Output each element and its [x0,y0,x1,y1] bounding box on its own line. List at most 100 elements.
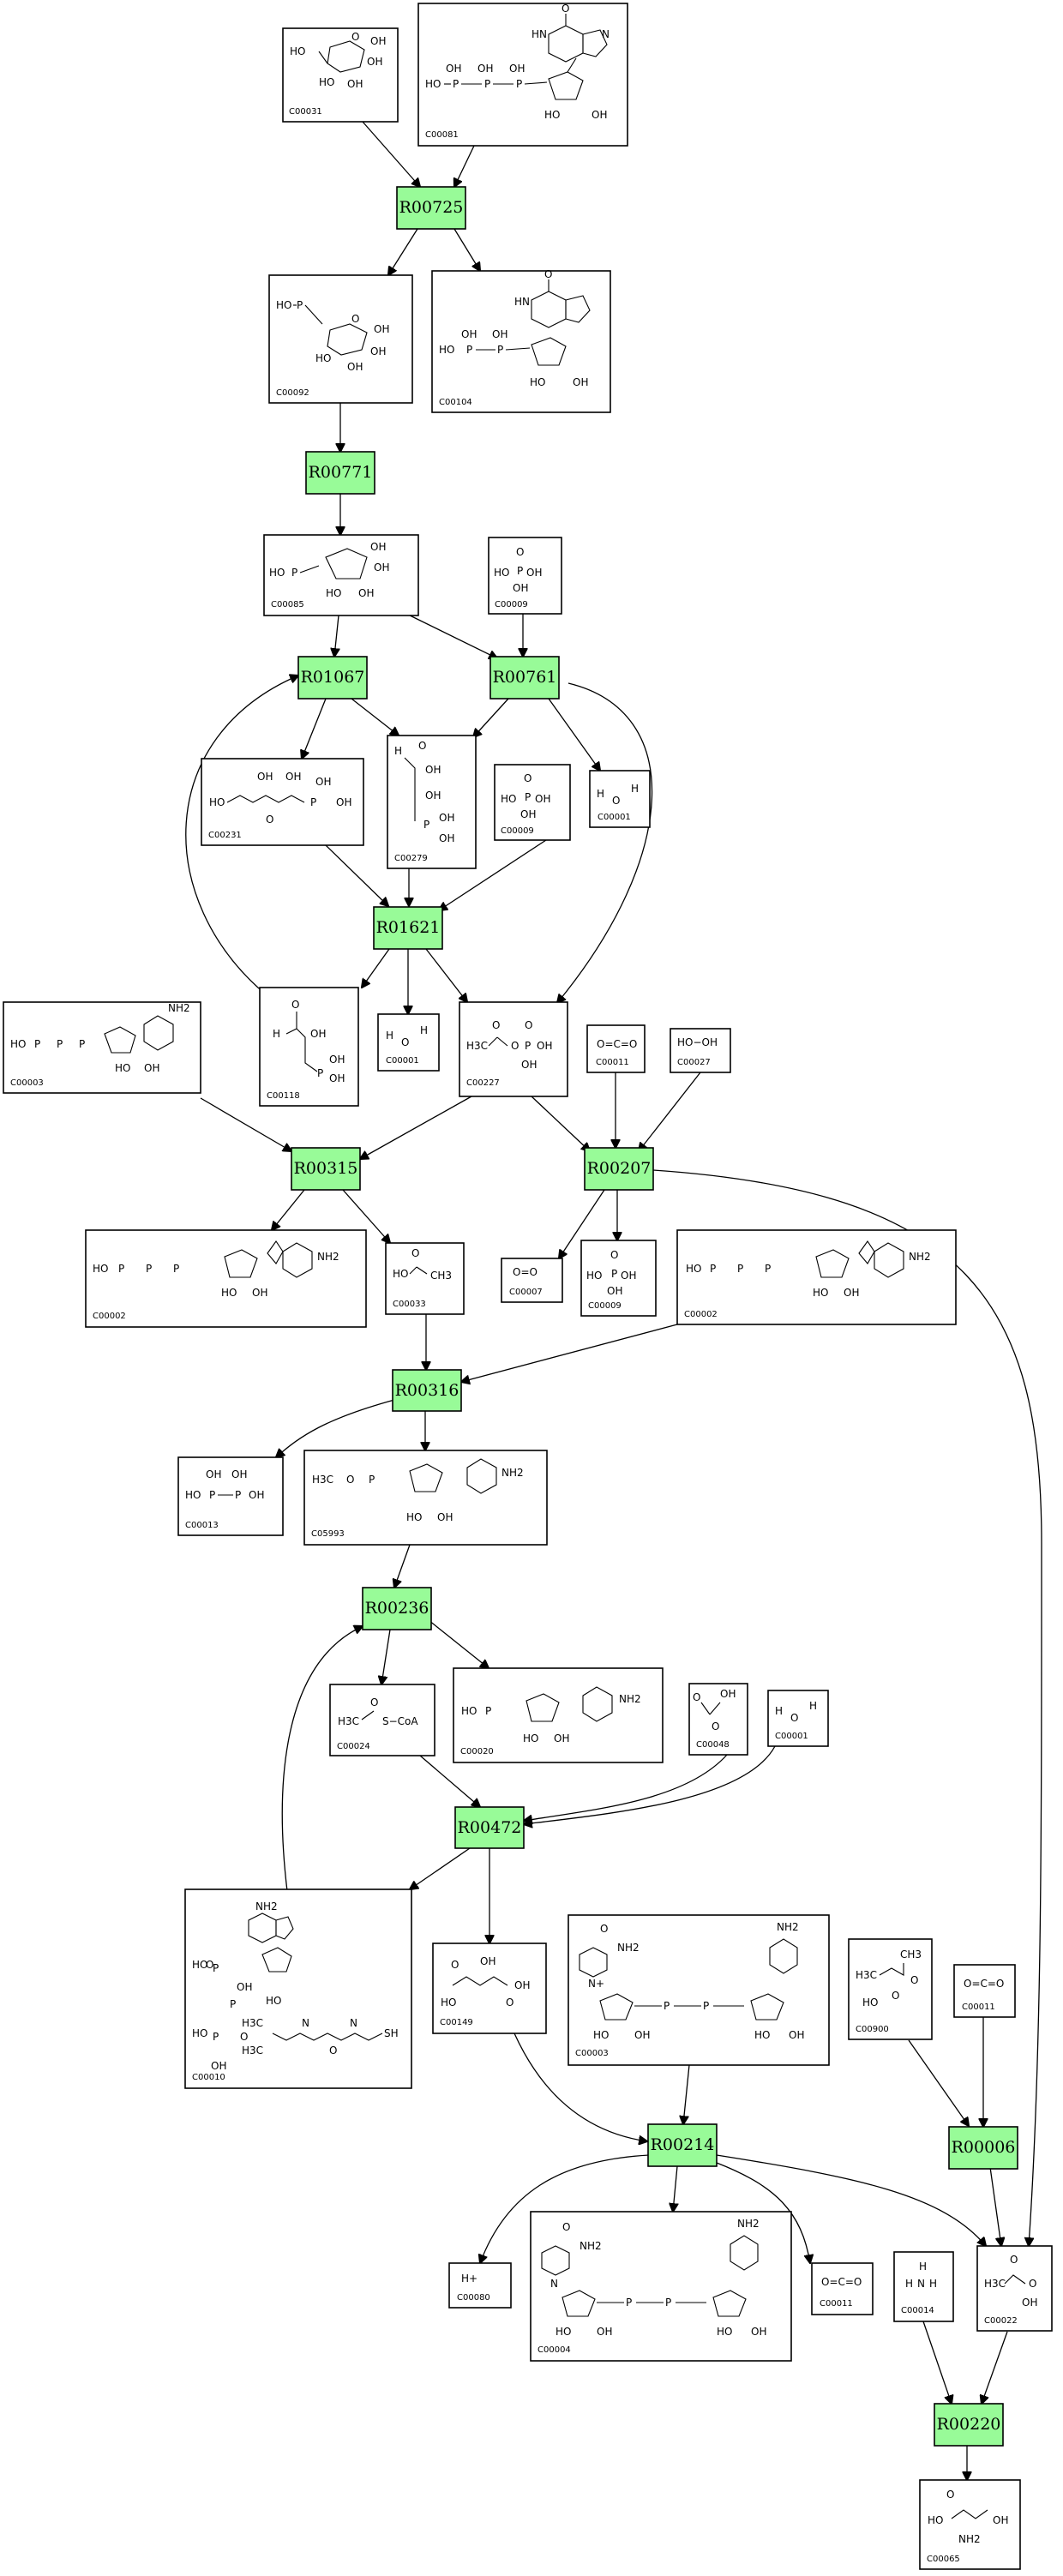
structure-c00002a: HO P P P NH2 HO OH [93,1240,339,1299]
structure-c00080: H+ [461,2273,477,2285]
compound-node-c00031[interactable]: HO OH OH HO OH O C00031 [282,27,399,123]
svg-text:OH: OH [461,328,477,340]
svg-text:HO: HO [276,299,291,311]
compound-node-c00048[interactable]: O OH O C00048 [688,1683,748,1756]
svg-text:HO: HO [544,109,560,121]
compound-node-c00231[interactable]: HO OH OH O P OH OH C00231 [201,758,364,846]
compound-node-c00009a[interactable]: O P HO OH OH C00009 [488,537,562,615]
compound-label: C00001 [386,1056,419,1066]
compound-node-c00002a[interactable]: HO P P P NH2 HO OH C00002 [85,1229,367,1328]
svg-text:O: O [544,268,552,280]
reaction-node-r00236[interactable]: R00236 [362,1587,432,1630]
compound-node-c00080[interactable]: H+ C00080 [448,2262,512,2309]
edge-c05993-r00236 [394,1544,411,1588]
compound-node-c00279[interactable]: H O OH OH P OH OH C00279 [387,735,477,869]
compound-node-c00011c[interactable]: O=C=O C00011 [811,2262,874,2315]
edge-c00227-r00315 [360,1096,472,1159]
edge-r00214-c00080 [480,2154,650,2263]
svg-text:P: P [79,1038,85,1050]
svg-text:O: O [946,2489,954,2501]
structure-c00022: O H3C O OH [984,2254,1037,2309]
reaction-node-r00006[interactable]: R00006 [948,2126,1018,2170]
svg-text:OH: OH [358,587,374,599]
svg-text:HO: HO [115,1062,130,1074]
reaction-node-r01621[interactable]: R01621 [373,906,443,950]
compound-node-c00092[interactable]: HO P O OH OH HO OH C00092 [268,274,413,404]
reaction-node-r00761[interactable]: R00761 [489,656,560,700]
structure-c00009c: O P HO OH OH [586,1249,636,1297]
compound-node-c00003a[interactable]: HO P P P NH2 HO OH C00003 [3,1001,201,1094]
svg-text:OH: OH [285,771,301,783]
structure-c00279: H O OH OH P OH OH [394,740,454,844]
compound-node-c00027[interactable]: HO−OH C00027 [670,1028,731,1073]
svg-text:HO: HO [494,567,509,579]
svg-text:O=C=O: O=C=O [964,1978,1004,1990]
svg-text:OH: OH [993,2514,1008,2526]
compound-node-c00002b[interactable]: HO P P P NH2 HO OH C00002 [676,1229,957,1325]
reaction-node-r00725[interactable]: R00725 [396,186,466,230]
compound-node-c00007[interactable]: O=O C00007 [501,1258,563,1303]
compound-node-c00020[interactable]: HO P NH2 HO OH C00020 [453,1667,664,1763]
svg-text:HO: HO [813,1287,828,1299]
svg-text:HO: HO [93,1263,108,1275]
structure-c00001b: H O H [386,1024,428,1048]
reaction-node-r00771[interactable]: R00771 [305,451,375,495]
svg-text:OH: OH [521,1059,537,1071]
reaction-node-r00472[interactable]: R00472 [454,1806,525,1849]
compound-node-c00009c[interactable]: O P HO OH OH C00009 [580,1240,657,1317]
svg-text:H: H [905,2278,913,2290]
reaction-node-r00220[interactable]: R00220 [934,2403,1004,2447]
compound-node-c00013[interactable]: HO P P OH OH OH C00013 [177,1456,284,1536]
svg-text:HO: HO [326,587,341,599]
compound-node-c00227[interactable]: H3C O O P OH O OH C00227 [459,1001,568,1097]
svg-text:HO: HO [928,2514,943,2526]
compound-node-c00022[interactable]: O H3C O OH C00022 [976,2245,1053,2332]
svg-text:OH: OH [592,109,607,121]
compound-node-c00118[interactable]: H O OH P OH OH C00118 [259,987,359,1107]
compound-node-c00003b[interactable]: NH2 O N+ HO OH P P HO OH NH2 C00003 [568,1914,830,2066]
svg-text:OH: OH [374,561,389,573]
svg-text:NH2: NH2 [617,1942,640,1954]
svg-text:HO: HO [319,76,334,88]
compound-node-c00085[interactable]: HO P OH OH HO OH C00085 [263,534,419,616]
compound-node-c00014[interactable]: H H N H C00014 [893,2251,954,2322]
svg-text:H: H [273,1028,280,1040]
edge-r00236-c00024 [381,1629,391,1684]
svg-text:H: H [420,1024,428,1036]
reaction-node-r01067[interactable]: R01067 [297,656,368,700]
reaction-node-r00316[interactable]: R00316 [392,1369,462,1412]
svg-text:OH: OH [492,328,507,340]
compound-node-c00081[interactable]: O HN N HO OH HO P P P OH OH OH C00081 [417,3,628,147]
svg-text:P: P [525,791,531,803]
reaction-node-r00315[interactable]: R00315 [291,1147,361,1191]
compound-label: C00003 [575,2049,609,2058]
compound-node-c00149[interactable]: OH HO OH O O C00149 [432,1943,547,2034]
compound-node-c00033[interactable]: HO O CH3 C00033 [385,1242,465,1315]
compound-node-c00104[interactable]: O HN HO OH HO P P OH OH C00104 [431,268,611,413]
compound-node-c00010[interactable]: NH2 O P HO OH P HO HO P O H3C H3C OH N N… [184,1888,412,2089]
compound-node-c05993[interactable]: H3C O P NH2 HO OH C05993 [303,1450,548,1546]
compound-node-c00001c[interactable]: H O H C00001 [767,1690,829,1747]
compound-node-c00009b[interactable]: O P HO OH OH C00009 [494,764,571,841]
reaction-node-r00214[interactable]: R00214 [647,2123,718,2167]
structure-c00003a: HO P P P NH2 HO OH [10,1002,190,1074]
svg-text:P: P [57,1038,63,1050]
compound-node-c00024[interactable]: H3C O S−CoA C00024 [329,1684,435,1756]
compound-node-c00001a[interactable]: H O H C00001 [589,770,651,828]
svg-text:OH: OH [206,1468,221,1480]
compound-node-c00011a[interactable]: O=C=O C00011 [586,1024,646,1073]
compound-label: C00085 [271,600,304,609]
svg-text:O=C=O: O=C=O [597,1038,637,1050]
svg-text:NH2: NH2 [317,1251,339,1263]
svg-text:H: H [919,2261,927,2273]
compound-node-c00001b[interactable]: H O H C00001 [377,1013,440,1072]
compound-node-c00011b[interactable]: O=C=O C00011 [953,1964,1016,2018]
compound-node-c00065[interactable]: O HO OH NH2 C00065 [919,2479,1021,2570]
svg-text:P: P [297,299,303,311]
reaction-node-r00207[interactable]: R00207 [584,1147,654,1191]
compound-node-c00900[interactable]: CH3 H3C O HO O C00900 [848,1938,933,2040]
compound-label: C00024 [337,1742,370,1751]
compound-node-c00004[interactable]: NH2 O N HO OH P P HO OH NH2 C00004 [530,2211,792,2362]
svg-text:OH: OH [315,776,331,788]
svg-text:O: O [600,1923,608,1935]
